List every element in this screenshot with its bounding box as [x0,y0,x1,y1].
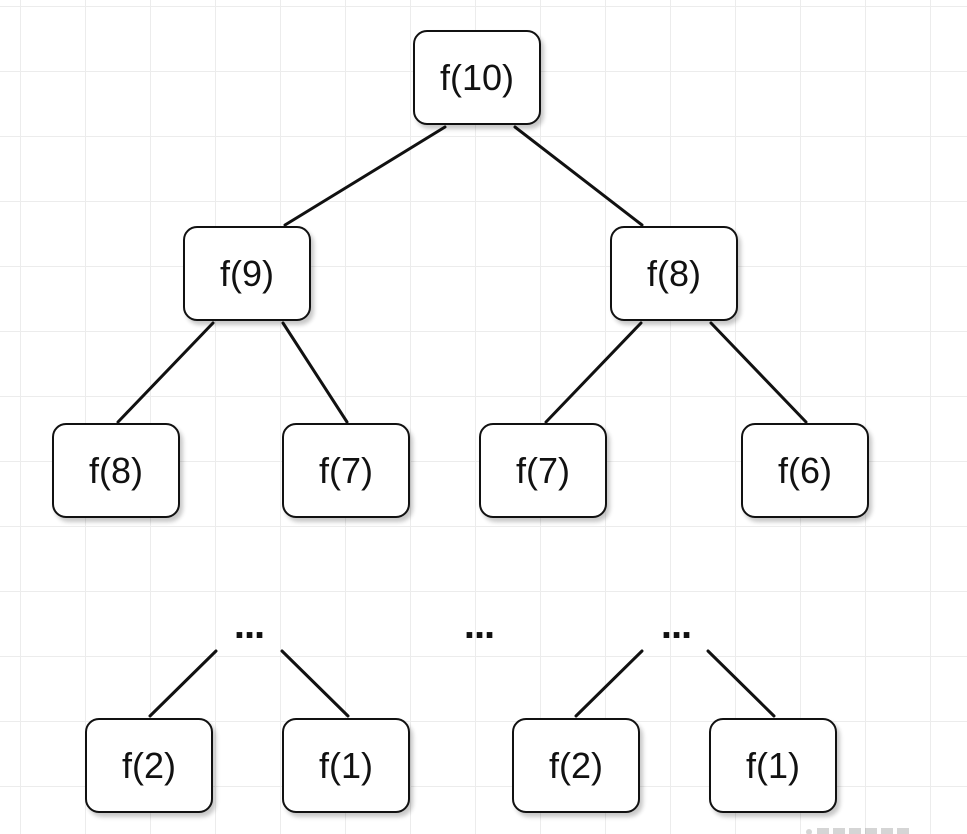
ellipsis-right: ... [660,603,692,647]
edge-ellipsis1-to-f1 [280,649,350,718]
edge-f8-to-f6 [709,321,808,424]
leaf-node-c: f(2) [512,718,640,813]
leaf-node-b: f(1) [282,718,410,813]
node-level2-c: f(7) [479,423,607,518]
edge-f9-to-f7 [281,321,349,424]
node-root: f(10) [413,30,541,125]
node-level2-d: f(6) [741,423,869,518]
leaf-node-a: f(2) [85,718,213,813]
node-level2-a: f(8) [52,423,180,518]
ellipsis-left: ... [233,603,265,647]
edge-f9-to-f8 [116,321,215,424]
edge-root-to-f9 [283,125,447,227]
node-level1-right: f(8) [610,226,738,321]
leaf-node-d: f(1) [709,718,837,813]
edge-f8-to-f7 [544,321,643,424]
node-level2-b: f(7) [282,423,410,518]
edge-ellipsis1-to-f2 [148,649,218,718]
node-level1-left: f(9) [183,226,311,321]
watermark-logo [801,822,961,834]
ellipsis-middle: ... [463,603,495,647]
edge-ellipsis3-to-f1 [706,649,776,718]
edge-root-to-f8 [513,125,644,227]
edge-ellipsis3-to-f2 [574,649,644,718]
